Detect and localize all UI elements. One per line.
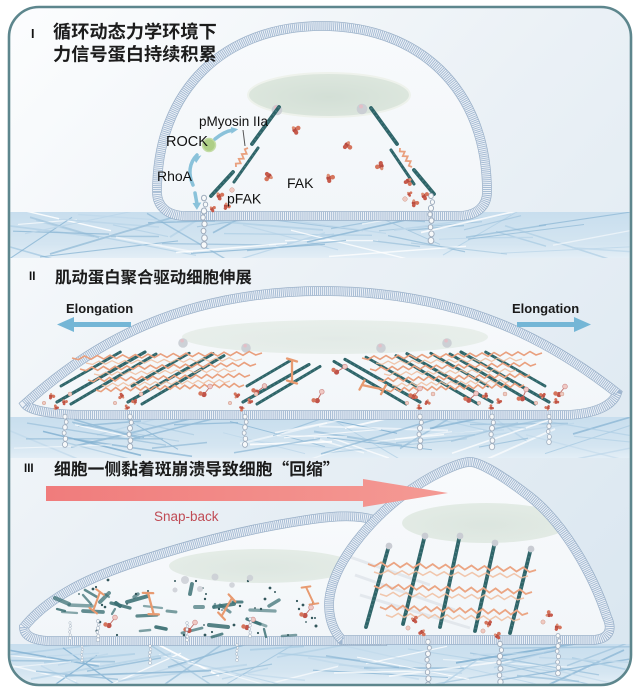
svg-text:Elongation: Elongation xyxy=(66,301,133,316)
svg-text:RhoA: RhoA xyxy=(157,168,193,184)
svg-text:FAK: FAK xyxy=(287,175,314,191)
svg-text:Elongation: Elongation xyxy=(512,301,579,316)
svg-text:ROCK: ROCK xyxy=(166,134,208,150)
svg-text:pMyosin IIa: pMyosin IIa xyxy=(199,114,269,129)
svg-text:III: III xyxy=(24,463,34,475)
svg-text:Snap-back: Snap-back xyxy=(154,509,219,524)
svg-text:I: I xyxy=(31,27,34,41)
svg-text:II: II xyxy=(29,271,35,283)
svg-text:pFAK: pFAK xyxy=(227,191,262,207)
